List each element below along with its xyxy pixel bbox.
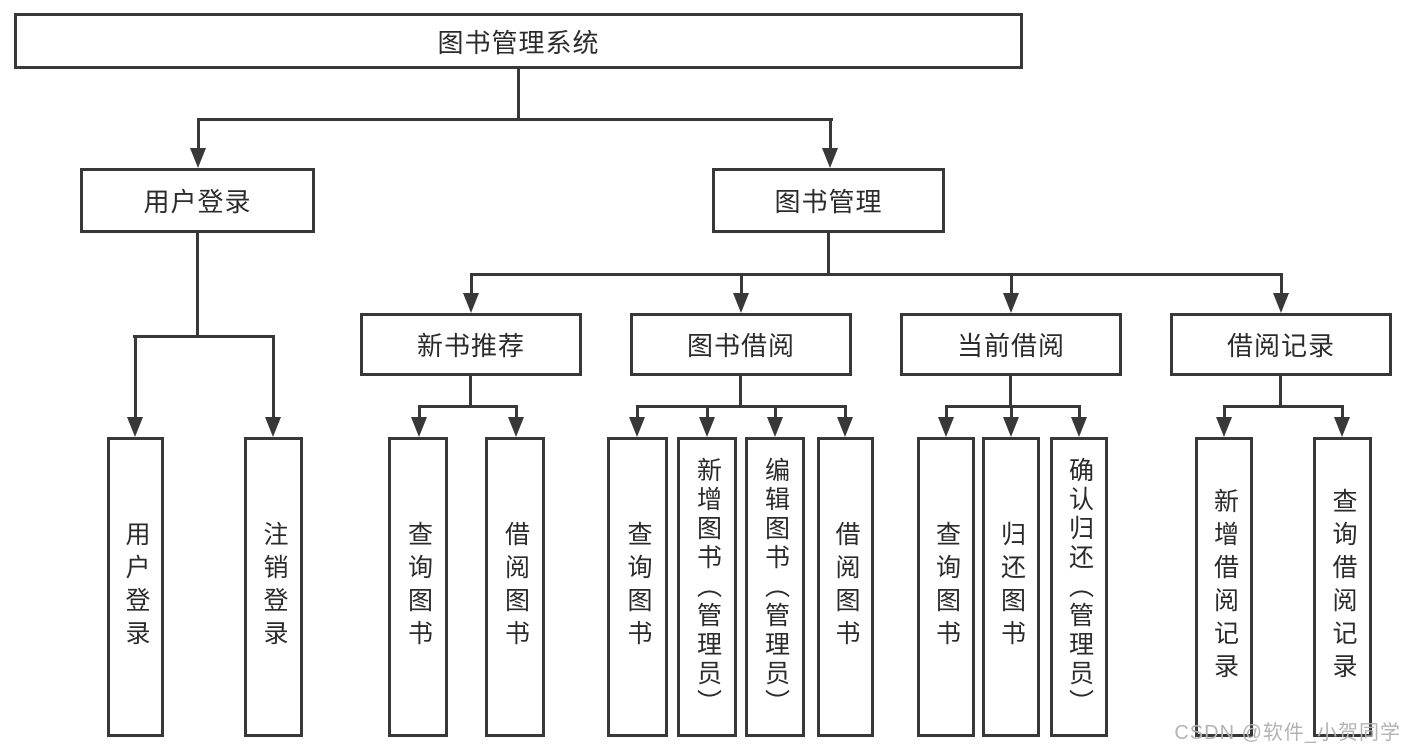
arrow-down-icon xyxy=(837,405,854,437)
node-label: 当前借阅 xyxy=(956,331,1065,361)
connector-line xyxy=(739,373,742,407)
node-label: 图书借阅 xyxy=(686,331,795,361)
node-current-borrowing: 当前借阅 xyxy=(900,313,1122,376)
leaf-borrow-books-2: 借阅图书 xyxy=(817,437,874,737)
leaf-label: 查询借阅记录 xyxy=(1329,488,1357,686)
arrow-down-icon xyxy=(265,335,282,437)
connector-line xyxy=(196,231,199,337)
arrow-down-icon xyxy=(1003,273,1020,313)
leaf-add-book-admin: 新增图书（管理员） xyxy=(677,437,737,737)
connector-line xyxy=(469,373,472,407)
leaf-label: 查询图书 xyxy=(932,521,961,653)
connector-line xyxy=(1279,373,1282,407)
arrow-down-icon xyxy=(1273,273,1290,313)
arrow-down-icon xyxy=(822,118,839,168)
leaf-label: 查询图书 xyxy=(404,521,433,653)
connector-line xyxy=(133,335,275,338)
connector-line xyxy=(470,273,1282,276)
arrow-down-icon xyxy=(508,405,525,437)
leaf-logout-login: 注销登录 xyxy=(244,437,303,737)
node-library-management-system: 图书管理系统 xyxy=(14,13,1023,69)
leaf-label: 注销登录 xyxy=(260,521,288,653)
connector-line xyxy=(517,68,520,121)
arrow-down-icon xyxy=(127,335,144,437)
arrow-down-icon xyxy=(767,405,784,437)
leaf-query-borrow-record: 查询借阅记录 xyxy=(1313,437,1372,737)
arrow-down-icon xyxy=(411,405,428,437)
connector-line xyxy=(1223,405,1344,408)
arrow-down-icon xyxy=(1334,405,1351,437)
leaf-label: 归还图书 xyxy=(997,521,1026,653)
leaf-borrow-books-1: 借阅图书 xyxy=(485,437,545,737)
arrow-down-icon xyxy=(938,405,955,437)
arrow-down-icon xyxy=(1071,405,1088,437)
leaf-label: 用户登录 xyxy=(122,521,150,653)
arrow-down-icon xyxy=(1216,405,1233,437)
arrow-down-icon xyxy=(463,273,480,313)
node-label: 用户登录 xyxy=(143,187,252,217)
node-label: 图书管理系统 xyxy=(437,27,600,58)
leaf-user-login: 用户登录 xyxy=(107,437,164,737)
connector-line xyxy=(827,231,830,275)
connector-line xyxy=(1009,373,1012,407)
arrow-down-icon xyxy=(190,118,207,168)
node-book-borrowing: 图书借阅 xyxy=(630,313,852,376)
node-label: 图书管理 xyxy=(774,187,883,217)
leaf-query-books-2: 查询图书 xyxy=(607,437,668,737)
leaf-label: 借阅图书 xyxy=(832,521,860,653)
node-borrowing-records: 借阅记录 xyxy=(1170,313,1392,376)
leaf-query-books-3: 查询图书 xyxy=(917,437,975,737)
arrow-down-icon xyxy=(733,273,750,313)
arrow-down-icon xyxy=(629,405,646,437)
leaf-return-book: 归还图书 xyxy=(982,437,1040,737)
csdn-watermark: CSDN @软件_小贺同学 xyxy=(1174,722,1401,744)
connector-line xyxy=(945,405,1081,408)
leaf-label: 借阅图书 xyxy=(501,521,530,653)
connector-line xyxy=(636,405,846,408)
connector-line xyxy=(418,405,518,408)
leaf-query-books-1: 查询图书 xyxy=(388,437,448,737)
leaf-edit-book-admin: 编辑图书（管理员） xyxy=(745,437,805,737)
node-label: 新书推荐 xyxy=(416,331,525,361)
arrow-down-icon xyxy=(1003,405,1020,437)
leaf-label: 新增借阅记录 xyxy=(1210,488,1239,686)
node-book-management: 图书管理 xyxy=(712,168,945,233)
leaf-label: 新增图书（管理员） xyxy=(693,456,722,718)
connector-line xyxy=(197,118,833,121)
node-user-login: 用户登录 xyxy=(80,168,315,233)
leaf-label: 查询图书 xyxy=(624,521,652,653)
leaf-confirm-return-admin: 确认归还（管理员） xyxy=(1050,437,1108,737)
node-new-book-recommend: 新书推荐 xyxy=(360,313,582,376)
node-label: 借阅记录 xyxy=(1226,331,1335,361)
leaf-add-borrow-record: 新增借阅记录 xyxy=(1195,437,1253,737)
arrow-down-icon xyxy=(699,405,716,437)
leaf-label: 编辑图书（管理员） xyxy=(761,456,790,718)
leaf-label: 确认归还（管理员） xyxy=(1065,456,1094,718)
